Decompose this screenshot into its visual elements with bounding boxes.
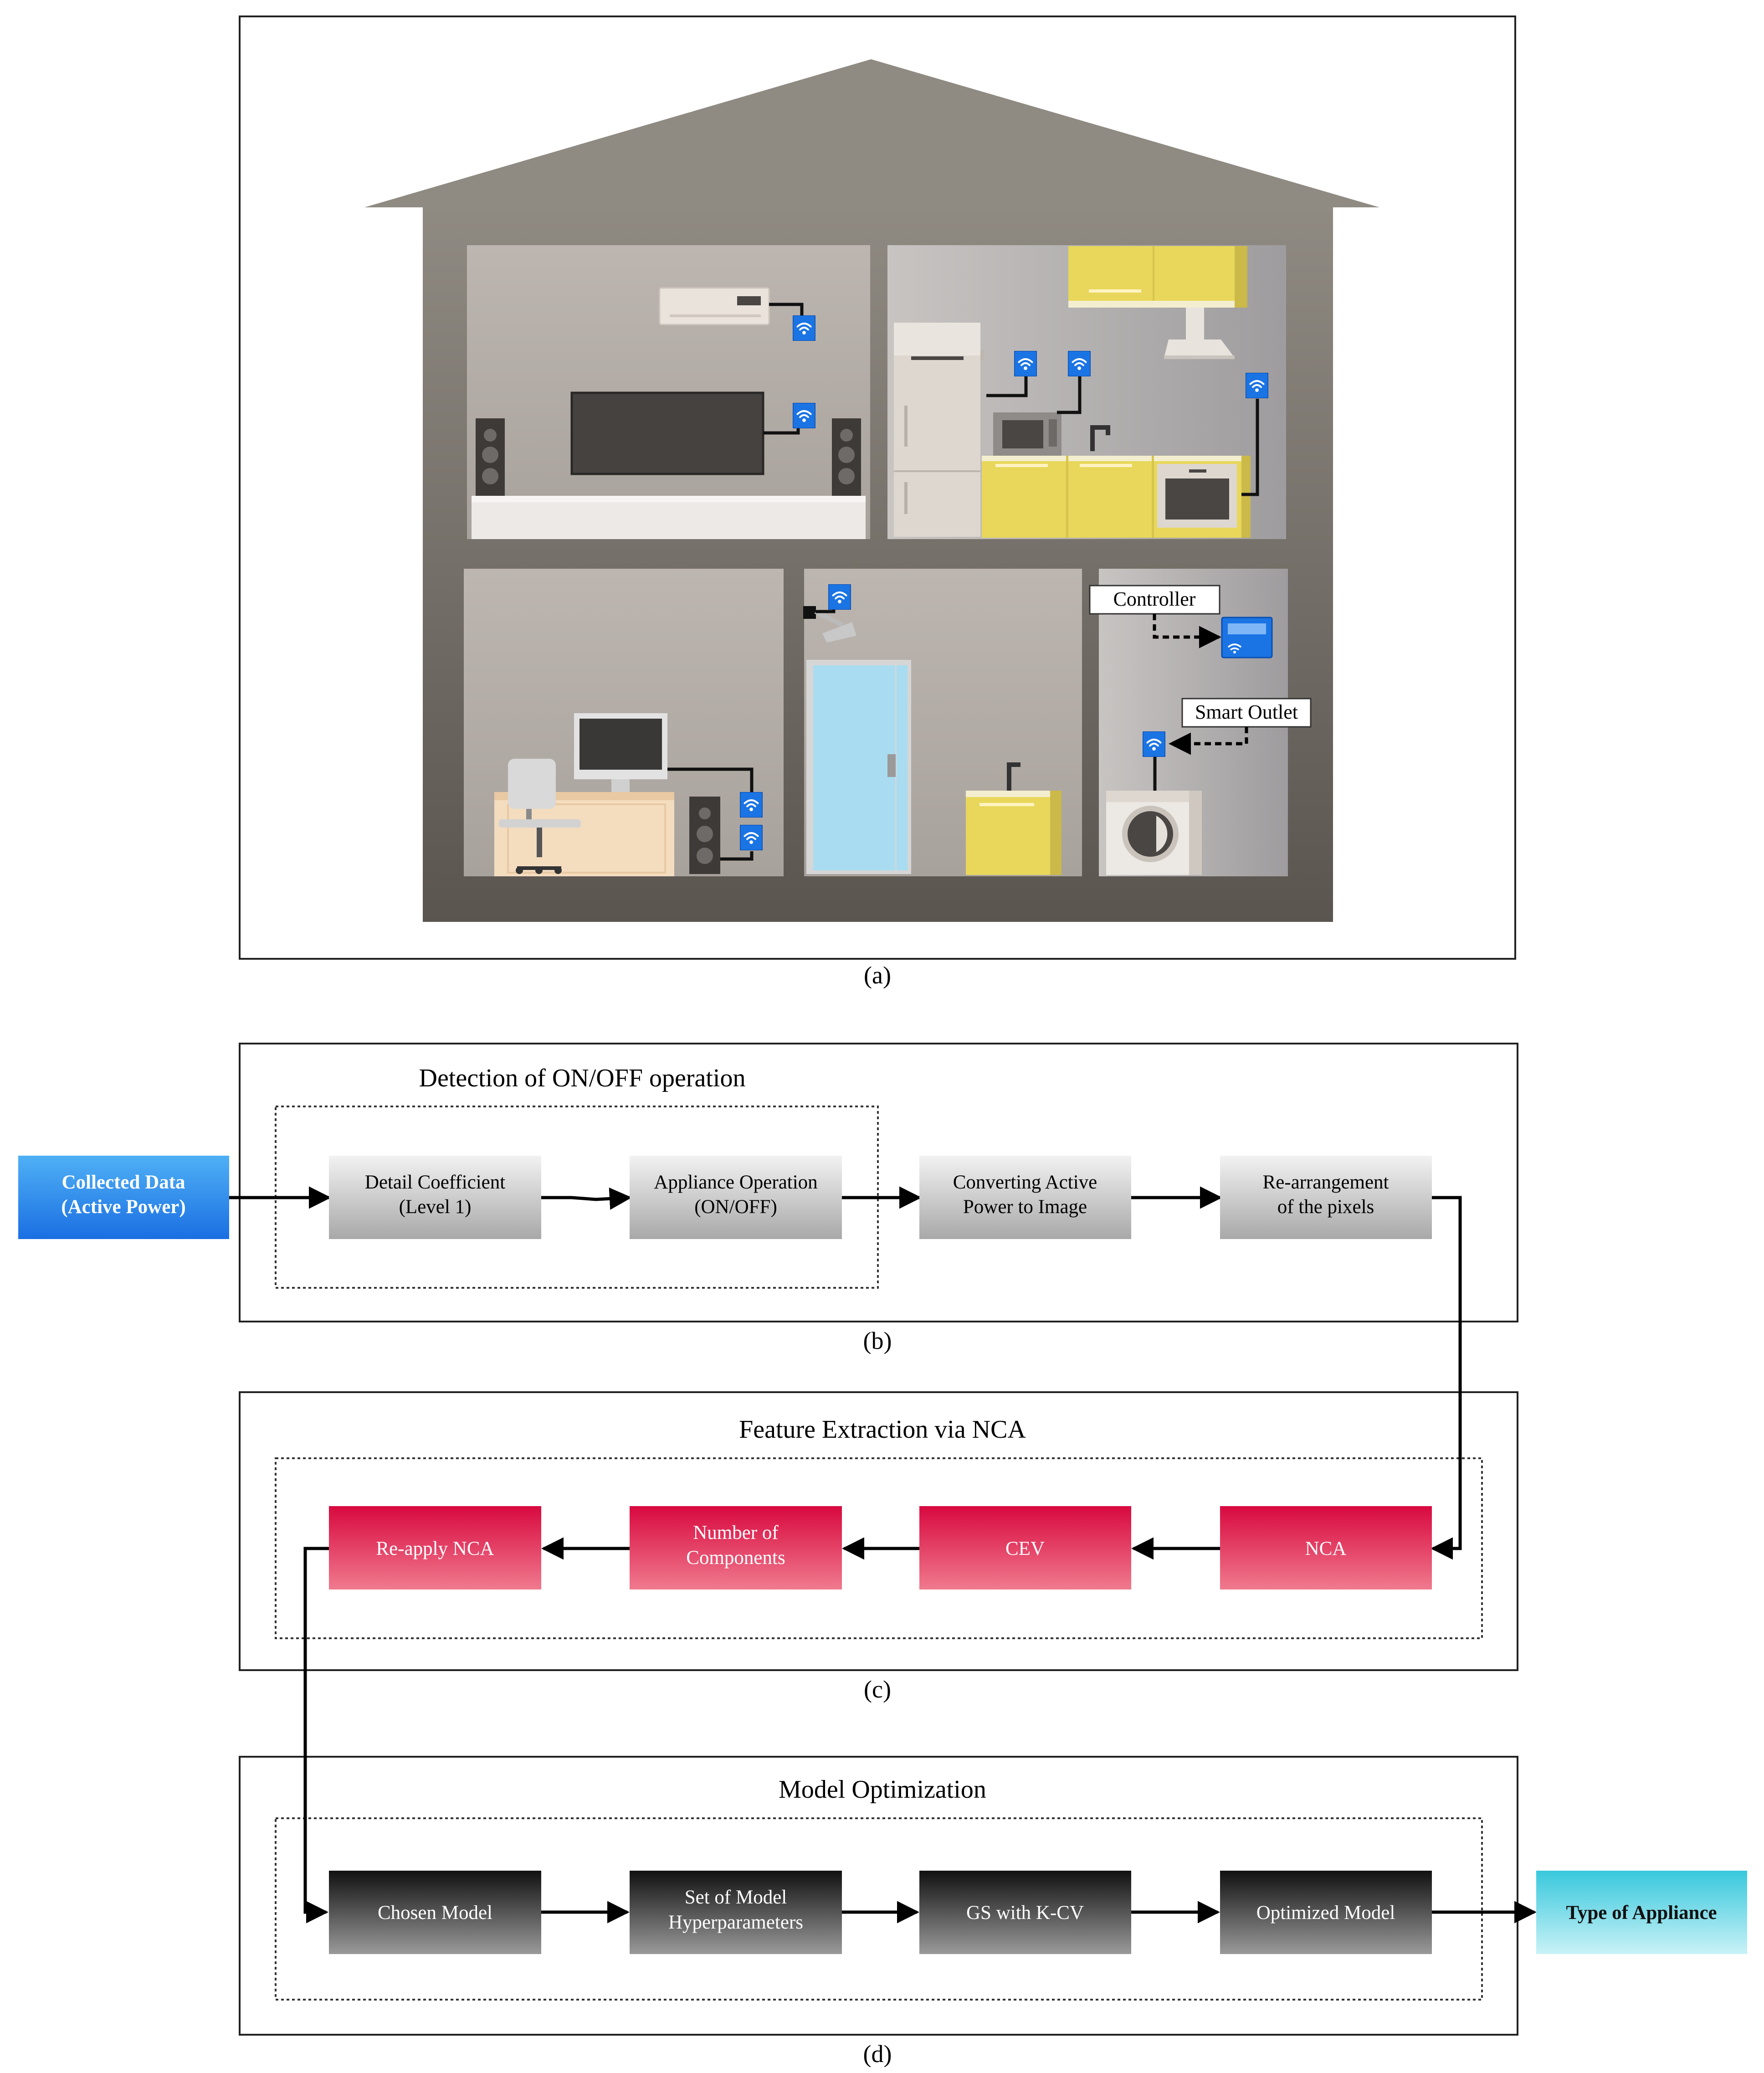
wifi-plug-icon	[740, 792, 763, 818]
panel-c-frame	[239, 1391, 1518, 1671]
d-box-line2: Hyperparameters	[668, 1912, 803, 1933]
d-box-line1: Chosen Model	[378, 1902, 492, 1924]
speaker-icon	[476, 418, 505, 496]
d-box-line1: Set of Model	[685, 1887, 787, 1908]
b-box-line1: Converting Active	[953, 1172, 1097, 1193]
smart-outlet-callout: Smart Outlet	[1169, 698, 1312, 755]
input-box: Collected Data (Active Power)	[18, 1156, 229, 1239]
b-box-line2: (ON/OFF)	[694, 1196, 777, 1218]
b-box-converting-active-power: Converting Active Power to Image	[919, 1156, 1131, 1239]
television-icon	[570, 391, 764, 475]
panel-c: Feature Extraction via NCA (c)	[239, 1391, 1518, 1703]
shower-head-icon	[803, 606, 856, 643]
speaker-icon	[689, 797, 720, 874]
washing-machine-icon	[1106, 791, 1202, 875]
b-box-appliance-operation: Appliance Operation (ON/OFF)	[630, 1156, 842, 1239]
sink-cabinet	[966, 762, 1061, 875]
d-box-line1: Optimized Model	[1256, 1902, 1395, 1924]
c-box-nca: NCA	[1220, 1506, 1432, 1589]
caption-b: (b)	[863, 1327, 892, 1354]
d-box-optimized-model: Optimized Model	[1220, 1871, 1432, 1954]
chair-icon	[499, 759, 581, 874]
panel-b-frame	[239, 1043, 1518, 1322]
output-line1: Type of Appliance	[1566, 1902, 1717, 1924]
d-box-chosen-model: Chosen Model	[329, 1871, 541, 1954]
d-box-gs-kcv: GS with K-CV	[919, 1871, 1131, 1954]
arrow-b4-to-c1	[1431, 1196, 1462, 1560]
room-office	[464, 569, 784, 876]
c-box-line1: NCA	[1305, 1538, 1347, 1559]
wifi-plug-icon	[793, 403, 815, 428]
upper-cabinet	[1068, 246, 1241, 308]
arrow-b1-to-b2	[541, 1187, 632, 1210]
input-line1: Collected Data	[62, 1172, 185, 1193]
b-box-line2: of the pixels	[1277, 1196, 1374, 1218]
oven-icon	[1157, 464, 1237, 528]
c-box-cev: CEV	[919, 1506, 1131, 1589]
c-box-reapply-nca: Re-apply NCA	[329, 1506, 541, 1589]
panel-d-group	[275, 1817, 1483, 2001]
b-box-line2: (Level 1)	[399, 1196, 472, 1218]
room-bathroom	[803, 569, 1082, 876]
panel-c-group	[275, 1457, 1483, 1639]
panel-d-title: Model Optimization	[779, 1775, 986, 1804]
range-hood-icon	[1164, 308, 1235, 359]
caption-a: (a)	[864, 962, 891, 989]
panel-d-frame	[239, 1756, 1518, 2036]
panel-a: Controller Smart Outlet (a)	[239, 15, 1516, 989]
wifi-plug-icon	[1143, 731, 1165, 757]
wifi-plug-icon	[1014, 351, 1037, 376]
wifi-plug-icon	[1068, 351, 1091, 376]
panel-d: Model Optimization (d)	[239, 1756, 1518, 2068]
flow-connectors	[229, 1186, 1537, 1924]
controller-callout: Controller	[1089, 585, 1221, 648]
panel-c-title: Feature Extraction via NCA	[739, 1415, 1026, 1444]
b-box-line2: Power to Image	[963, 1196, 1087, 1218]
c-box-line1: Number of	[693, 1522, 779, 1543]
arrow-c4-to-d1	[303, 1547, 329, 1924]
controller-device-icon	[1221, 617, 1273, 658]
c-box-number-of-components: Number of Components	[630, 1506, 842, 1589]
controller-label: Controller	[1113, 588, 1196, 610]
input-line2: (Active Power)	[61, 1196, 185, 1218]
d-box-hyperparameters: Set of Model Hyperparameters	[630, 1871, 842, 1954]
air-conditioner-icon	[659, 287, 770, 325]
d-box-line1: GS with K-CV	[966, 1902, 1084, 1924]
b-box-line1: Re-arrangement	[1263, 1172, 1389, 1193]
b-box-detail-coefficient: Detail Coefficient (Level 1)	[329, 1156, 541, 1239]
microwave-icon	[993, 412, 1061, 456]
caption-d: (d)	[863, 2040, 892, 2068]
wifi-plug-icon	[740, 825, 763, 850]
panel-b-title: Detection of ON/OFF operation	[419, 1064, 746, 1092]
monitor-icon	[574, 713, 667, 792]
shower-cabin-icon	[806, 660, 911, 874]
smart-outlet-label: Smart Outlet	[1195, 701, 1298, 723]
house-roof	[364, 59, 1379, 207]
caption-c: (c)	[864, 1676, 891, 1703]
wifi-plug-icon	[1246, 373, 1268, 398]
c-box-line1: CEV	[1005, 1538, 1045, 1559]
b-box-line1: Appliance Operation	[654, 1172, 817, 1193]
speaker-icon	[832, 418, 861, 496]
wifi-plug-icon	[828, 584, 851, 610]
room-kitchen	[887, 245, 1286, 539]
wifi-plug-icon	[793, 315, 815, 341]
output-box: Type of Appliance	[1536, 1871, 1747, 1954]
c-box-line2: Components	[686, 1547, 785, 1569]
c-box-line1: Re-apply NCA	[376, 1538, 494, 1559]
refrigerator-icon	[894, 323, 984, 537]
b-box-line1: Detail Coefficient	[365, 1172, 506, 1193]
tv-stand	[472, 496, 866, 539]
room-living	[467, 245, 870, 539]
b-box-rearrangement: Re-arrangement of the pixels	[1220, 1156, 1432, 1239]
